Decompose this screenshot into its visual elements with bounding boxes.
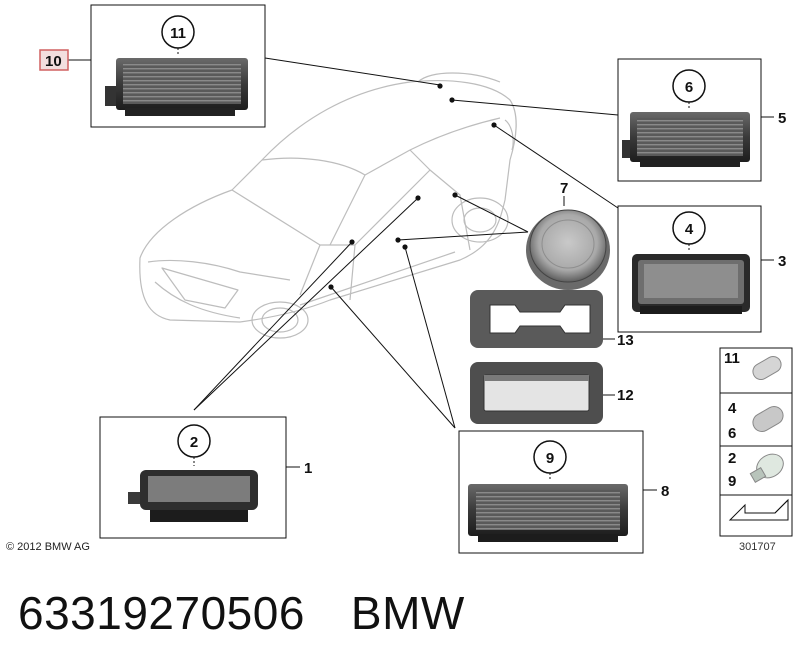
- part-number: 63319270506: [18, 587, 305, 639]
- callout-10: 10: [45, 53, 62, 70]
- lamp-6: [622, 112, 750, 167]
- callout-1: 1: [304, 460, 312, 477]
- caption: 63319270506 BMW: [18, 586, 465, 640]
- bulb-row-1-num-1: 11: [724, 350, 740, 367]
- bulb-chart: 11 4 6 2 9: [719, 347, 793, 537]
- lamp-11: [105, 58, 248, 116]
- bulb-row-2-num-2: 6: [728, 425, 736, 442]
- wedge-bulb-icon: [749, 453, 784, 484]
- bulb-row-3-num-2: 9: [728, 473, 736, 490]
- leader-dots: [328, 83, 497, 290]
- leader-lines: [68, 57, 774, 491]
- callout-10-box: [39, 49, 69, 71]
- callout-11: 11: [170, 25, 186, 42]
- parts-diagram: 11 10 6 5 7 4: [39, 4, 793, 554]
- frame-part-12: [470, 362, 603, 424]
- festoon-bulb-icon-2: [752, 406, 784, 432]
- callout-13: 13: [617, 332, 634, 349]
- lens-part-7: [526, 209, 610, 290]
- gasket-part-13: [470, 290, 603, 348]
- callout-8: 8: [661, 483, 669, 500]
- callout-5: 5: [778, 110, 786, 127]
- festoon-bulb-icon: [752, 356, 782, 380]
- box-part-6: 6: [617, 58, 762, 182]
- lamp-9: [468, 484, 628, 542]
- bulb-row-2-num-1: 4: [728, 400, 737, 417]
- car-outline: [139, 72, 517, 339]
- reference-number: 301707: [739, 541, 776, 553]
- callout-12: 12: [617, 387, 634, 404]
- lamp-4: [632, 254, 750, 314]
- callout-9: 9: [546, 450, 554, 467]
- callout-7: 7: [560, 180, 568, 197]
- callout-6: 6: [685, 79, 693, 96]
- callout-3: 3: [778, 253, 786, 270]
- box-part-2: 2: [99, 416, 287, 539]
- callout-4: 4: [685, 221, 694, 238]
- box-part-11: 11: [90, 4, 266, 128]
- box-part-4: 4: [617, 205, 762, 333]
- box-part-9: 9: [458, 430, 644, 554]
- copyright-text: © 2012 BMW AG: [6, 541, 90, 553]
- brand-name: BMW: [350, 587, 465, 639]
- callout-2: 2: [190, 434, 198, 451]
- arrow-icon: [728, 498, 789, 521]
- lamp-2: [128, 470, 258, 522]
- bulb-row-3-num-1: 2: [728, 450, 736, 467]
